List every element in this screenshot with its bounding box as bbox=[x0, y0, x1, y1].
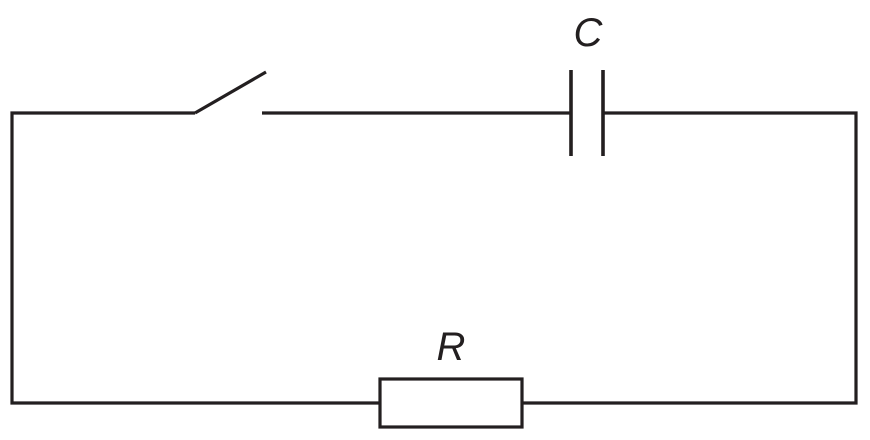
switch-blade bbox=[194, 70, 267, 115]
wire-top-right bbox=[522, 111, 858, 405]
capacitor-label: C bbox=[574, 11, 604, 55]
resistor-label: R bbox=[437, 325, 466, 369]
wire-top-left bbox=[10, 111, 380, 405]
resistor-body bbox=[378, 377, 524, 429]
